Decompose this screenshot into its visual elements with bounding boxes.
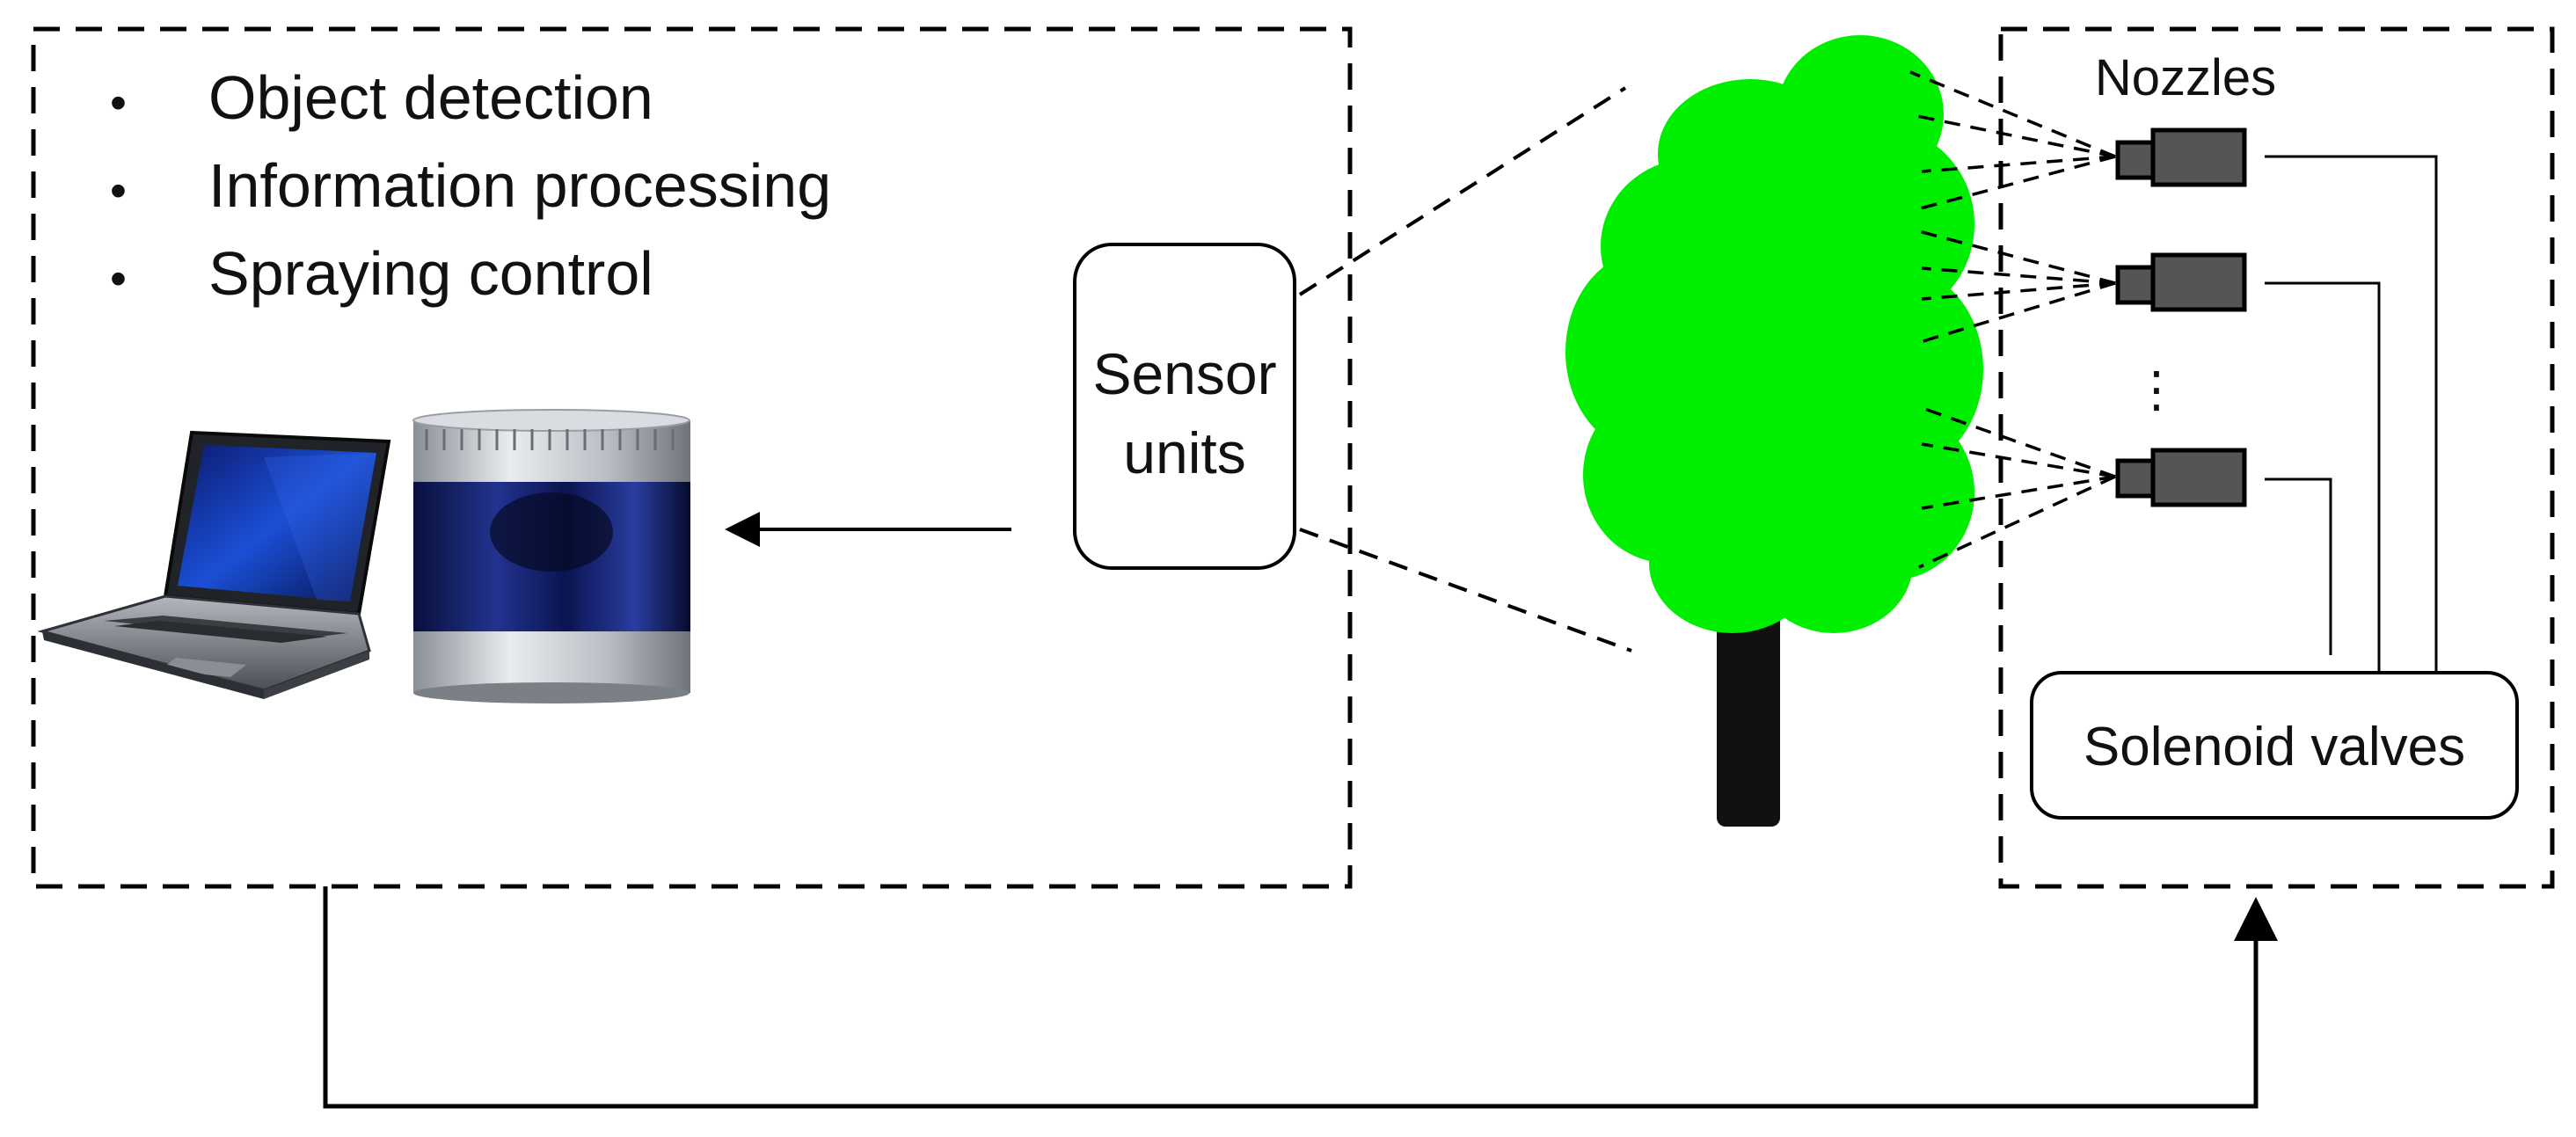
- nozzle-pipes: [2265, 155, 2438, 677]
- nozzles-title: Nozzles: [2095, 49, 2276, 106]
- tree-icon: [1565, 35, 1983, 827]
- laptop-icon: [37, 430, 391, 699]
- lidar-sensor-icon: [412, 409, 690, 703]
- feature-spraying-control: Spraying control: [208, 239, 653, 308]
- sensor-fov-lines: [1298, 86, 1632, 652]
- nozzle-icon: [2115, 448, 2247, 507]
- nozzle-icon: [2115, 252, 2247, 312]
- solenoid-valves-label: Solenoid valves: [2083, 717, 2465, 777]
- solenoid-valves-box: Solenoid valves: [2030, 671, 2519, 820]
- feature-list: • Object detection • Information process…: [110, 63, 831, 308]
- bullet-3: •: [110, 252, 127, 305]
- nozzle-icon: [2115, 128, 2247, 187]
- bullet-2: •: [110, 164, 127, 217]
- sensor-units-box: Sensor units: [1073, 243, 1296, 570]
- bullet-1: •: [110, 77, 127, 129]
- sensor-units-label-line1: Sensor: [1092, 341, 1276, 406]
- sprayer-box: [1998, 26, 2555, 889]
- control-arrow: [323, 886, 2278, 1109]
- nozzles-ellipsis: ⋮: [2132, 361, 2181, 417]
- processing-box: [31, 26, 1353, 889]
- sensor-units-label-line2: units: [1123, 420, 1245, 485]
- spray-lines: [1909, 70, 2116, 569]
- feature-information-processing: Information processing: [208, 151, 831, 220]
- feature-object-detection: Object detection: [208, 63, 653, 132]
